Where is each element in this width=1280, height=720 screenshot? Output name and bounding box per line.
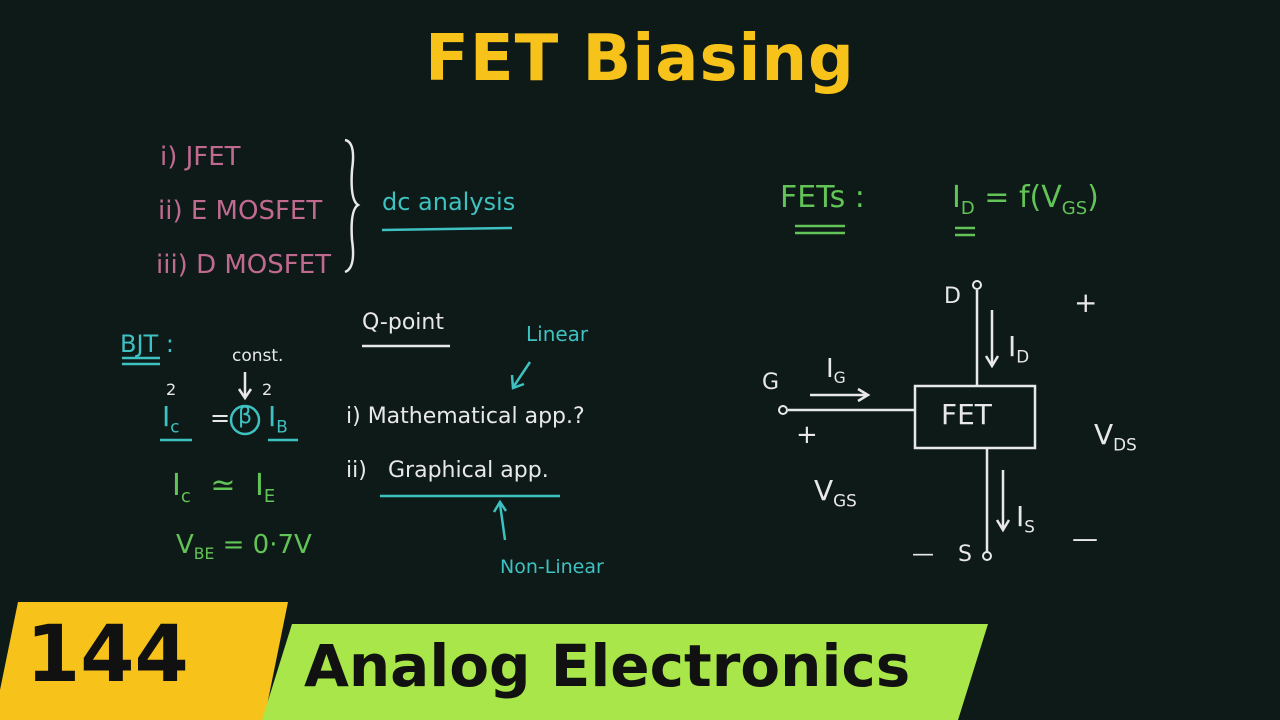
- vbe-equation: VBE = 0·7V: [176, 530, 312, 564]
- episode-number: 144: [26, 610, 189, 700]
- is-label: IS: [1016, 500, 1035, 537]
- equals-sign: =: [210, 404, 231, 432]
- list-item-emosfet: ii) E MOSFET: [158, 196, 323, 226]
- linear-label: Linear: [526, 322, 589, 346]
- page-title: FET Biasing: [425, 22, 855, 96]
- drain-label: D: [944, 284, 961, 309]
- list-item-dmosfet: iii) D MOSFET: [156, 250, 332, 280]
- ic-approx-ie: Ic ≃ IE: [172, 468, 276, 507]
- ic-symbol: Ic: [162, 400, 180, 437]
- ib-symbol: IB: [268, 400, 288, 437]
- plus-sign-top: +: [1074, 286, 1098, 319]
- series-title: Analog Electronics: [304, 632, 911, 700]
- ig-label: IG: [826, 354, 846, 388]
- fets-label: FETs :: [780, 180, 865, 215]
- series-banner-bg: [262, 624, 988, 720]
- bjt-label: BJT :: [120, 330, 174, 358]
- plus-sign-gate: +: [796, 420, 818, 450]
- nonlinear-label: Non-Linear: [500, 556, 604, 578]
- vds-label: VDS: [1094, 418, 1137, 455]
- list-item-jfet: i) JFET: [160, 142, 241, 172]
- qpoint-label: Q-point: [362, 310, 444, 335]
- minus-sign-right: —: [1072, 524, 1098, 554]
- fets-equation: ID = f(VGS): [952, 180, 1099, 219]
- gate-label: G: [762, 370, 780, 395]
- fet-box-label: FET: [941, 398, 992, 431]
- dc-analysis-label: dc analysis: [382, 188, 516, 216]
- vgs-label: VGS: [814, 474, 857, 511]
- square-marker-right: 2: [262, 380, 273, 399]
- square-marker-left: 2: [166, 380, 177, 399]
- id-label: ID: [1008, 330, 1030, 367]
- mathematical-approach: i) Mathematical app.?: [346, 404, 585, 429]
- episode-badge-bg: [0, 602, 288, 720]
- minus-sign-left: —: [912, 542, 934, 567]
- beta-symbol: β: [238, 404, 253, 429]
- source-label: S: [958, 542, 972, 567]
- graphical-approach: Graphical app.: [388, 458, 549, 483]
- graphical-approach-num: ii): [346, 458, 367, 483]
- const-label: const.: [232, 346, 284, 366]
